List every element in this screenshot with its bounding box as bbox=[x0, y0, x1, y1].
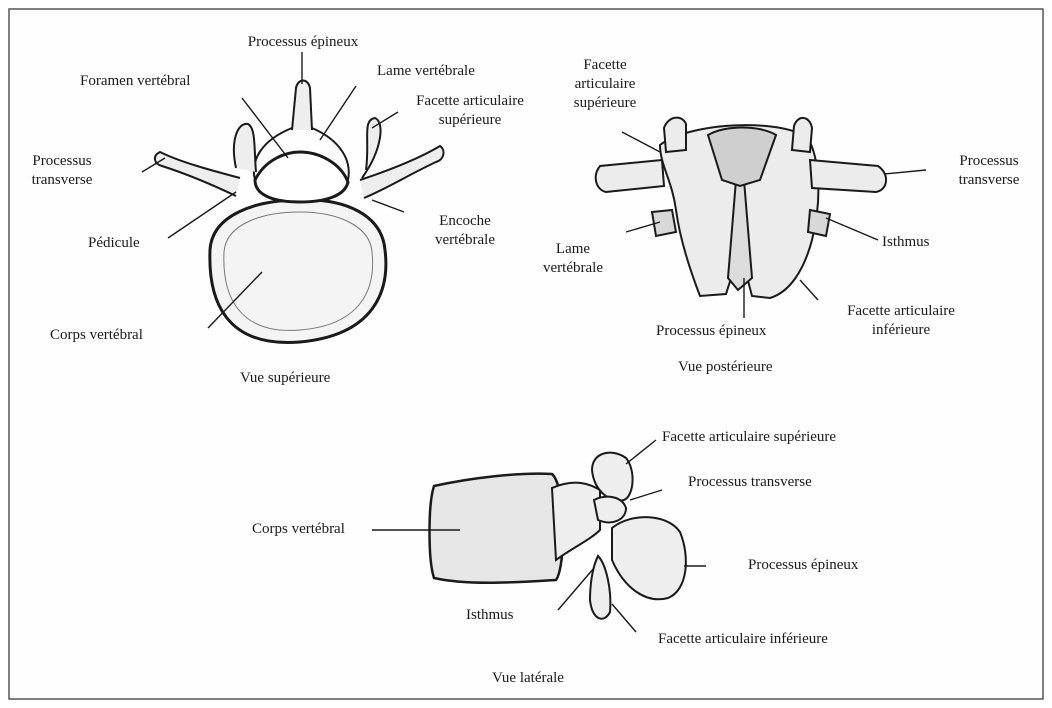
label-line: inférieure bbox=[830, 321, 972, 340]
caption-vue-laterale: Vue latérale bbox=[492, 669, 564, 688]
label-line: supérieure bbox=[560, 94, 650, 113]
label-corps-vertebral-superior: Corps vertébral bbox=[50, 326, 143, 345]
label-processus-epineux-superior: Processus épineux bbox=[214, 33, 392, 52]
label-line: articulaire bbox=[560, 75, 650, 94]
label-line: Lame bbox=[530, 240, 616, 259]
label-corps-vertebral-lateral: Corps vertébral bbox=[252, 520, 345, 539]
label-line: transverse bbox=[944, 171, 1034, 190]
transverse-process-lateral bbox=[594, 497, 626, 523]
transverse-process-right-posterior bbox=[810, 160, 886, 192]
label-line: transverse bbox=[22, 171, 102, 190]
vertebral-body-lateral bbox=[430, 474, 564, 583]
label-line: Encoche bbox=[420, 212, 510, 231]
caption-vue-superieure: Vue supérieure bbox=[240, 369, 330, 388]
caption-vue-posterieure: Vue postérieure bbox=[678, 358, 772, 377]
label-processus-transverse-lateral: Processus transverse bbox=[688, 473, 812, 492]
superior-facet-left-posterior bbox=[664, 118, 686, 152]
label-processus-epineux-posterior: Processus épineux bbox=[656, 322, 766, 341]
label-line: vertébrale bbox=[420, 231, 510, 250]
label-processus-transverse-posterior: Processus transverse bbox=[944, 152, 1034, 190]
label-line: Processus bbox=[22, 152, 102, 171]
label-encoche-vertebrale: Encoche vertébrale bbox=[420, 212, 510, 250]
label-processus-epineux-lateral: Processus épineux bbox=[748, 556, 858, 575]
label-facette-inf-lateral: Facette articulaire inférieure bbox=[658, 630, 828, 649]
label-line: supérieure bbox=[400, 111, 540, 130]
isthmus-right bbox=[808, 210, 830, 236]
label-facette-sup-lateral: Facette articulaire supérieure bbox=[662, 428, 836, 447]
superior-facet-right-posterior bbox=[792, 118, 812, 152]
vertebral-body-superior bbox=[210, 200, 386, 343]
label-facette-sup-superior: Facette articulaire supérieure bbox=[400, 92, 540, 130]
label-facette-sup-posterior: Facette articulaire supérieure bbox=[560, 56, 650, 113]
label-facette-inf-posterior: Facette articulaire inférieure bbox=[830, 302, 972, 340]
transverse-process-left-posterior bbox=[596, 160, 664, 192]
superior-facet-left bbox=[234, 124, 256, 172]
label-isthmus-lateral: Isthmus bbox=[466, 606, 514, 625]
label-pedicule: Pédicule bbox=[88, 234, 140, 253]
label-line: Facette articulaire bbox=[830, 302, 972, 321]
label-lame-vertebrale-posterior: Lame vertébrale bbox=[530, 240, 616, 278]
label-isthmus-posterior: Isthmus bbox=[882, 233, 930, 252]
label-foramen-vertebral: Foramen vertébral bbox=[80, 72, 190, 91]
label-line: Facette bbox=[560, 56, 650, 75]
label-line: vertébrale bbox=[530, 259, 616, 278]
label-line: Facette articulaire bbox=[400, 92, 540, 111]
label-processus-transverse-superior: Processus transverse bbox=[22, 152, 102, 190]
label-line: Processus bbox=[944, 152, 1034, 171]
label-lame-vertebrale-superior: Lame vertébrale bbox=[377, 62, 475, 81]
